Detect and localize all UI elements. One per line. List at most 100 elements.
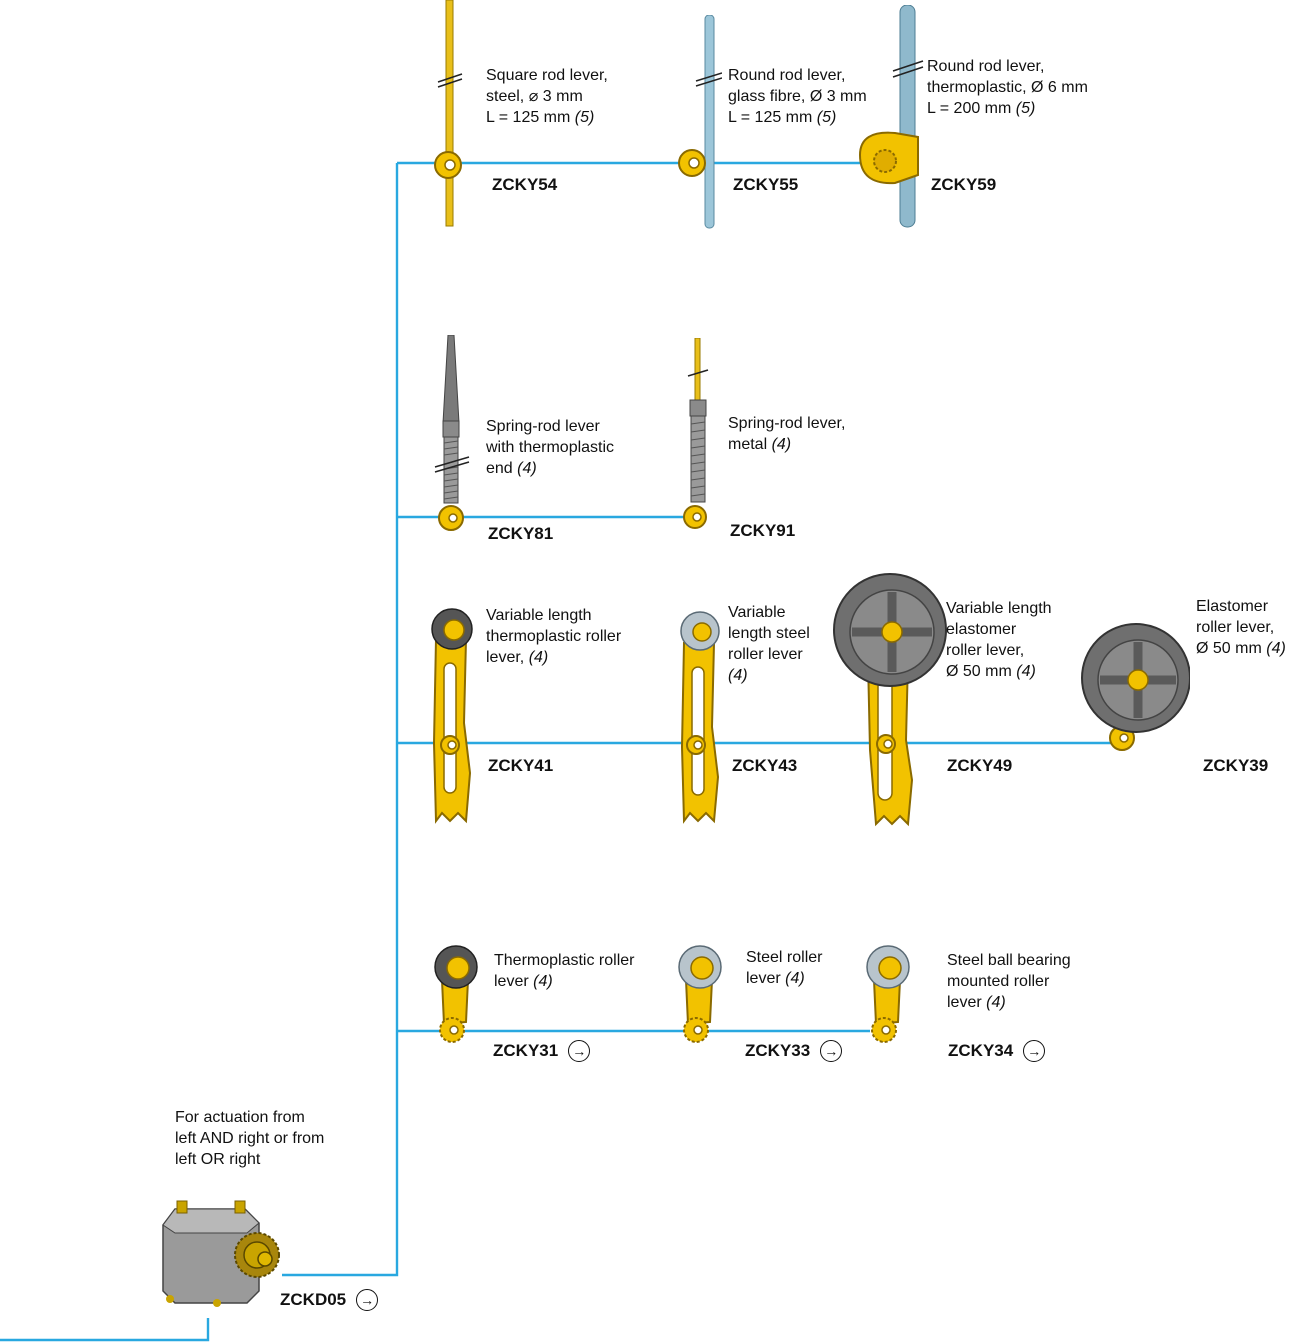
- desc-line: Spring-rod lever: [486, 418, 600, 435]
- desc-line: Steel roller: [746, 949, 823, 966]
- zcky91-code: ZCKY91: [730, 521, 795, 541]
- desc-line: Steel ball bearing: [947, 952, 1071, 969]
- zcky31-description: Thermoplastic roller lever (4): [494, 950, 634, 992]
- footnote-ref: (4): [517, 460, 537, 477]
- footnote-ref: (4): [771, 436, 792, 453]
- note-line: left AND right or from: [175, 1130, 325, 1147]
- desc-line: roller lever: [728, 646, 803, 663]
- zcky55-code: ZCKY55: [733, 175, 798, 195]
- desc-line: steel, ⌀ 3 mm: [486, 88, 583, 105]
- desc-line: thermoplastic, Ø 6 mm: [927, 79, 1088, 96]
- desc-line: end: [486, 460, 513, 477]
- zcky31-code: ZCKY31 →: [493, 1040, 591, 1062]
- desc-line: Round rod lever,: [927, 58, 1045, 75]
- part-code: ZCKY43: [732, 756, 798, 775]
- desc-line: Ø 50 mm: [1196, 640, 1262, 657]
- desc-line: length steel: [728, 625, 810, 642]
- part-code: ZCKY81: [488, 524, 554, 543]
- square-rod-lever-image: [434, 0, 463, 227]
- part-code: ZCKY34: [948, 1041, 1014, 1060]
- zcky59-description: Round rod lever, thermoplastic, Ø 6 mm L…: [927, 56, 1088, 119]
- desc-line: Variable length: [946, 600, 1052, 617]
- footnote-ref: (4): [785, 970, 805, 987]
- zcky81-description: Spring-rod lever with thermoplastic end …: [486, 416, 614, 479]
- footnote-ref: (5): [1015, 100, 1036, 117]
- desc-line: Round rod lever,: [728, 67, 846, 84]
- note-line: For actuation from: [175, 1109, 305, 1126]
- base-note: For actuation from left AND right or fro…: [175, 1107, 324, 1170]
- part-code: ZCKY49: [947, 756, 1013, 775]
- round-rod-lever-thermo-image: [858, 5, 924, 228]
- zcky39-description: Elastomer roller lever, Ø 50 mm (4): [1196, 596, 1286, 659]
- footnote-ref: (4): [1016, 663, 1036, 680]
- desc-line: mounted roller: [947, 973, 1050, 990]
- zcky33-description: Steel roller lever (4): [746, 947, 822, 989]
- spring-rod-metal-image: [683, 338, 709, 529]
- desc-line: L = 125 mm: [728, 109, 813, 126]
- zcky55-description: Round rod lever, glass fibre, Ø 3 mm L =…: [728, 65, 867, 128]
- desc-line: thermoplastic roller: [486, 628, 622, 645]
- desc-line: Square rod lever,: [486, 67, 608, 84]
- part-code: ZCKY91: [730, 521, 796, 540]
- zcky54-code: ZCKY54: [492, 175, 557, 195]
- zcky43-description: Variable length steel roller lever (4): [728, 602, 810, 686]
- thermo-roller-lever-image: [434, 945, 478, 1043]
- desc-line: Ø 50 mm: [946, 663, 1012, 680]
- round-rod-lever-glass-image: [678, 15, 722, 229]
- desc-line: Elastomer: [1196, 598, 1269, 615]
- zcky49-description: Variable length elastomer roller lever, …: [946, 598, 1052, 682]
- zcky43-code: ZCKY43: [732, 756, 797, 776]
- desc-line: L = 125 mm: [486, 109, 571, 126]
- variable-elastomer-roller-image: [833, 573, 947, 827]
- footnote-ref: (5): [574, 109, 595, 126]
- arrow-right-icon[interactable]: →: [1023, 1040, 1046, 1062]
- zcky49-code: ZCKY49: [947, 756, 1012, 776]
- zcky41-code: ZCKY41: [488, 756, 553, 776]
- zcky34-code: ZCKY34 →: [948, 1040, 1046, 1062]
- desc-line: Spring-rod lever,: [728, 415, 846, 432]
- part-code: ZCKY55: [733, 175, 799, 194]
- part-code: ZCKY39: [1203, 756, 1269, 775]
- desc-line: Thermoplastic roller: [494, 952, 635, 969]
- part-code: ZCKY59: [931, 175, 997, 194]
- footnote-ref: (4): [986, 994, 1006, 1011]
- zcky34-description: Steel ball bearing mounted roller lever …: [947, 950, 1071, 1013]
- zckd05-code: ZCKD05 →: [280, 1289, 379, 1311]
- desc-line: lever: [746, 970, 781, 987]
- desc-line: L = 200 mm: [927, 100, 1012, 117]
- arrow-right-icon[interactable]: →: [820, 1040, 843, 1062]
- footnote-ref: (4): [1266, 640, 1286, 657]
- desc-line: roller lever,: [1196, 619, 1275, 636]
- part-code: ZCKY31: [493, 1041, 559, 1060]
- desc-line: metal: [728, 436, 768, 453]
- zcky81-code: ZCKY81: [488, 524, 553, 544]
- steel-roller-lever-image: [678, 945, 722, 1043]
- desc-line: lever: [494, 973, 529, 990]
- zcky41-description: Variable length thermoplastic roller lev…: [486, 605, 621, 668]
- footnote-ref: (4): [728, 667, 748, 684]
- footnote-ref: (4): [528, 649, 549, 666]
- base-head-image: [162, 1200, 280, 1307]
- variable-steel-roller-image: [680, 611, 720, 824]
- spring-rod-thermo-image: [434, 335, 470, 531]
- arrow-right-icon[interactable]: →: [568, 1040, 591, 1062]
- desc-line: with thermoplastic: [486, 439, 615, 456]
- part-code: ZCKY54: [492, 175, 558, 194]
- zcky39-code: ZCKY39: [1203, 756, 1268, 776]
- zcky54-description: Square rod lever, steel, ⌀ 3 mm L = 125 …: [486, 65, 608, 128]
- desc-line: glass fibre, Ø 3 mm: [728, 88, 867, 105]
- zcky91-description: Spring-rod lever, metal (4): [728, 413, 845, 455]
- desc-line: Variable length: [486, 607, 592, 624]
- desc-line: elastomer: [946, 621, 1017, 638]
- part-code: ZCKD05: [280, 1290, 347, 1309]
- zcky33-code: ZCKY33 →: [745, 1040, 843, 1062]
- part-code: ZCKY33: [745, 1041, 811, 1060]
- footnote-ref: (4): [533, 973, 553, 990]
- variable-thermo-roller-image: [431, 608, 473, 824]
- ball-bearing-roller-lever-image: [866, 945, 910, 1043]
- wire-base: [282, 163, 399, 1277]
- desc-line: roller lever,: [946, 642, 1025, 659]
- wire-bottom: [0, 1318, 210, 1342]
- elastomer-roller-image: [1081, 623, 1190, 751]
- arrow-right-icon[interactable]: →: [356, 1289, 379, 1311]
